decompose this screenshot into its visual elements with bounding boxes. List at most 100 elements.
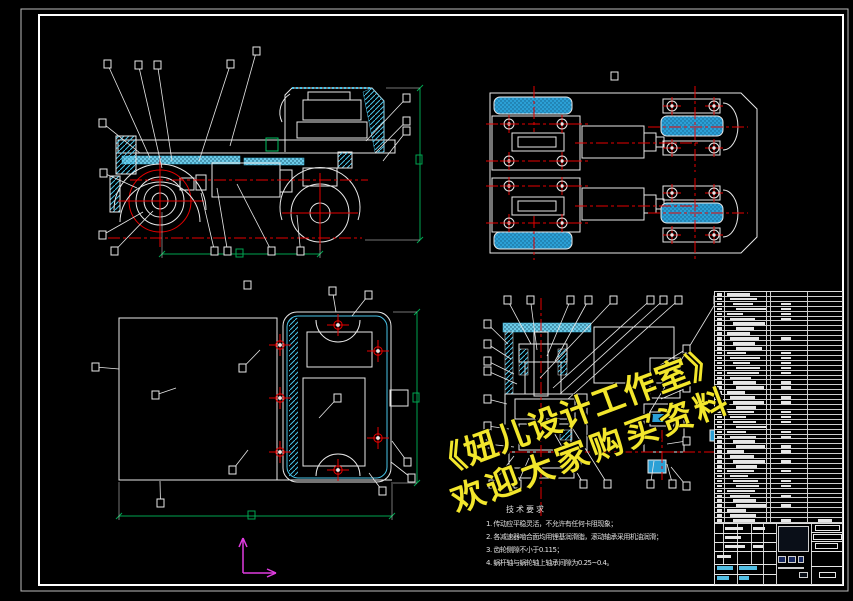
bom-row [715, 346, 842, 351]
bom-row [715, 415, 842, 420]
balloon-marker [252, 46, 261, 56]
balloon-marker [403, 457, 412, 467]
leader-line [487, 443, 515, 448]
bom-row [715, 430, 842, 435]
balloon-marker [483, 319, 492, 329]
bom-row [715, 410, 842, 415]
bom-row [715, 420, 842, 425]
balloon-marker [156, 498, 165, 508]
balloon-marker [378, 486, 387, 496]
bom-row [715, 439, 842, 445]
bom-row [715, 513, 842, 519]
leader-line [296, 214, 301, 252]
balloon-marker [579, 479, 588, 489]
balloon-marker [674, 295, 683, 305]
ucs-axis-icon [238, 537, 277, 578]
leader-line [559, 299, 664, 395]
balloon-marker [682, 436, 691, 446]
bom-row [715, 400, 842, 406]
chassis-plan-view [486, 86, 758, 262]
bom-row [715, 494, 842, 499]
balloon-marker [223, 246, 232, 256]
tech-req-item: 4. 蜗杆轴与蜗轮轴上轴承间隙为0.25~0.4。 [486, 559, 614, 567]
bom-row [715, 351, 842, 356]
bom-row [715, 321, 842, 327]
bom-row [715, 331, 842, 337]
bom-row [715, 380, 842, 386]
balloon-marker [483, 366, 492, 376]
bom-row [715, 425, 842, 430]
leader-line [365, 97, 407, 142]
bom-row [715, 302, 842, 307]
leader-line [487, 360, 515, 375]
balloon-marker [210, 246, 219, 256]
drive-unit-section-view [494, 298, 745, 516]
leader-line [487, 370, 518, 385]
balloon-marker [103, 59, 112, 69]
balloon-marker [364, 290, 373, 300]
leader-line [114, 210, 154, 252]
bom-row [715, 395, 842, 401]
bom-row [715, 405, 842, 410]
leader-line [539, 299, 614, 379]
bom-row [715, 464, 842, 469]
sheet-border [20, 8, 849, 592]
bom-row [715, 444, 842, 450]
balloon-layer [91, 46, 722, 508]
leader-line [647, 299, 718, 416]
bom-row [715, 336, 842, 342]
leader-line [552, 299, 651, 389]
technical-requirements: 技术要求 1. 传动应平稳灵活，不允许有任何卡阻现象； 2. 各减速器啮合面均用… [486, 504, 663, 570]
bom-row [715, 366, 842, 371]
leader-line [229, 50, 257, 147]
leader-line [216, 187, 228, 252]
leader-line [107, 63, 151, 159]
tech-req-item: 2. 各减速器啮合面均用锂基润滑脂，滚动轴承采用机油润滑； [486, 533, 663, 541]
balloon-marker [566, 295, 575, 305]
balloon-marker [407, 473, 416, 483]
leader-line [382, 130, 407, 162]
bom-row [715, 435, 842, 440]
leader-line [546, 299, 571, 357]
leader-line [236, 183, 272, 252]
balloon-marker [226, 59, 235, 69]
balloon-marker [228, 465, 237, 475]
bom-row [715, 469, 842, 474]
balloon-marker [267, 246, 276, 256]
balloon-marker [238, 363, 247, 373]
bom-row [715, 390, 842, 396]
bom-row [715, 361, 842, 366]
balloon-marker [151, 390, 160, 400]
balloon-marker [134, 60, 143, 70]
bom-row [715, 376, 842, 381]
leader-line [552, 430, 584, 485]
bom-row [715, 508, 842, 514]
balloon-marker [488, 479, 497, 489]
bom-row [715, 326, 842, 332]
balloon-marker [610, 71, 619, 81]
leader-line [157, 64, 173, 162]
bom-row [715, 371, 842, 376]
leader-line [567, 420, 608, 485]
balloon-marker [402, 116, 411, 126]
leader-line [567, 299, 679, 400]
balloon-marker [153, 60, 162, 70]
balloon-marker [333, 393, 342, 403]
bom-row [715, 341, 842, 347]
bom-row [715, 518, 842, 523]
side-elevation-view [108, 84, 424, 258]
balloon-marker [98, 118, 107, 128]
tire [660, 115, 724, 137]
leader-line [102, 211, 144, 236]
balloon-marker [296, 246, 305, 256]
bom-row [715, 317, 842, 322]
bom-row [715, 292, 842, 297]
tech-req-item: 3. 齿轮侧隙不小于0.115； [486, 546, 563, 554]
balloon-marker [513, 479, 522, 489]
leader-line [103, 172, 138, 189]
balloon-marker [243, 280, 252, 290]
balloon-marker [483, 421, 492, 431]
leader-line [374, 120, 407, 154]
bom-row [715, 479, 842, 484]
